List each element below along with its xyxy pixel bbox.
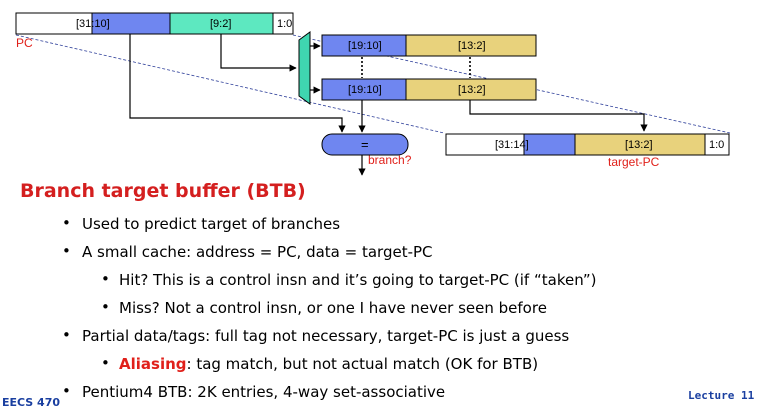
bullet-dot: • xyxy=(62,326,71,344)
btb-row2-target: [13:2] xyxy=(458,84,486,96)
target-field-high: [31:14] xyxy=(495,139,529,151)
aliasing-term: Aliasing xyxy=(119,355,187,373)
comparator-symbol: = xyxy=(361,137,369,152)
lecture-label: Lecture 11 xyxy=(688,389,755,402)
target-field-offset: [13:2] xyxy=(625,139,653,151)
pc-field-index: [9:2] xyxy=(210,18,231,30)
bullet-2: A small cache: address = PC, data = targ… xyxy=(82,243,433,261)
bullet-4: Pentium4 BTB: 2K entries, 4-way set-asso… xyxy=(82,383,446,401)
bullet-3: Partial data/tags: full tag not necessar… xyxy=(82,327,570,345)
bullet-dot: • xyxy=(62,382,71,400)
index-wire xyxy=(220,34,297,72)
target-pc-register: [31:14] [13:2] 1:0 xyxy=(445,133,730,156)
target-pc-label: target-PC xyxy=(608,155,660,169)
bullet-2b: Miss? Not a control insn, or one I have … xyxy=(119,299,547,317)
btb-row2-tag: [19:10] xyxy=(348,84,382,96)
tag-wire xyxy=(129,34,346,133)
pc-register: [31:10] [9:2] 1:0 xyxy=(15,12,294,35)
bullet-dot: • xyxy=(101,270,110,288)
branch-label: branch? xyxy=(368,153,412,167)
bullet-2a: Hit? This is a control insn and it’s goi… xyxy=(119,271,597,289)
course-label: EECS 470 xyxy=(2,396,61,409)
tag-comparator xyxy=(321,133,409,156)
pc-field-low: 1:0 xyxy=(277,18,292,30)
bullet-dot: • xyxy=(62,214,71,232)
target-wire xyxy=(469,100,648,132)
index-decoder xyxy=(298,31,311,105)
bullet-1: Used to predict target of branches xyxy=(82,215,341,233)
btb-row1-tag: [19:10] xyxy=(348,40,382,52)
bullet-dot: • xyxy=(101,354,110,372)
bullet-3a: Aliasing: tag match, but not actual matc… xyxy=(119,355,538,373)
bullet-dot: • xyxy=(62,242,71,260)
bullet-dot: • xyxy=(101,298,110,316)
pc-label: PC xyxy=(16,36,33,50)
btb-diagram: [31:10] [9:2] 1:0 PC [19:10] [13:2] [19:… xyxy=(15,12,731,176)
btb-row1-target: [13:2] xyxy=(458,40,486,52)
btb-row-1: [19:10] [13:2] xyxy=(321,34,537,57)
pc-field-high: [31:10] xyxy=(76,18,110,30)
aliasing-description: : tag match, but not actual match (OK fo… xyxy=(186,355,539,373)
slide-title: Branch target buffer (BTB) xyxy=(20,180,306,202)
target-field-low: 1:0 xyxy=(709,139,724,151)
btb-row-2: [19:10] [13:2] xyxy=(321,78,537,101)
dashed-guide-left xyxy=(15,34,445,134)
